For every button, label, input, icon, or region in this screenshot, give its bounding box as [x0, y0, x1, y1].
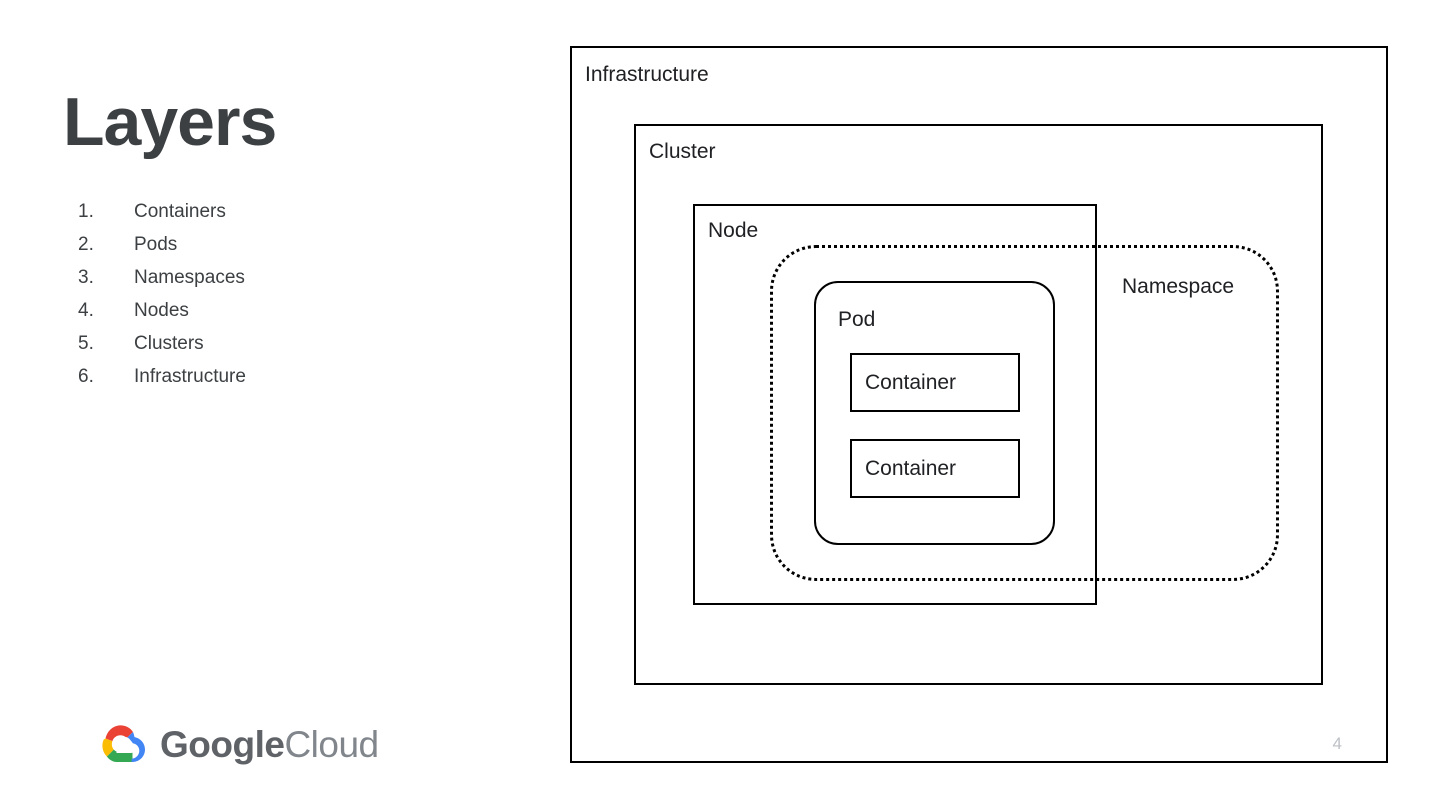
page-title: Layers: [63, 84, 277, 160]
list-item: 6. Infrastructure: [78, 360, 498, 393]
container-box: [850, 353, 1020, 412]
list-item: 3. Namespaces: [78, 261, 498, 294]
layers-ordered-list: 1. Containers 2. Pods 3. Namespaces 4. N…: [78, 195, 498, 393]
list-item-label: Containers: [134, 201, 226, 222]
list-item-label: Nodes: [134, 300, 189, 321]
pod-label: Pod: [838, 308, 876, 331]
list-item-number: 5.: [78, 333, 94, 354]
node-box: [693, 204, 1097, 605]
google-cloud-wordmark: GoogleCloud: [160, 724, 379, 766]
logo-cloud-text: Cloud: [284, 724, 379, 765]
google-cloud-logo: GoogleCloud: [92, 718, 379, 772]
list-item-number: 2.: [78, 234, 94, 255]
list-item: 4. Nodes: [78, 294, 498, 327]
list-item: 2. Pods: [78, 228, 498, 261]
list-item-number: 4.: [78, 300, 94, 321]
list-item-number: 1.: [78, 201, 94, 222]
google-cloud-mark-icon: [92, 718, 146, 772]
list-item: 1. Containers: [78, 195, 498, 228]
container-label: Container: [865, 457, 957, 480]
node-label: Node: [708, 219, 759, 242]
list-item-number: 6.: [78, 366, 94, 387]
logo-google-text: Google: [160, 724, 285, 765]
pod-box: [814, 281, 1055, 545]
list-item: 5. Clusters: [78, 327, 498, 360]
list-item-label: Namespaces: [134, 267, 245, 288]
infrastructure-label: Infrastructure: [585, 63, 709, 86]
container-box: [850, 439, 1020, 498]
container-label: Container: [865, 371, 957, 394]
list-item-label: Clusters: [134, 333, 204, 354]
namespace-label: Namespace: [1122, 275, 1235, 298]
list-item-label: Infrastructure: [134, 366, 246, 387]
slide-number: 4: [1332, 734, 1342, 753]
namespace-box: [770, 245, 1279, 581]
list-item-number: 3.: [78, 267, 94, 288]
cluster-label: Cluster: [649, 140, 716, 163]
list-item-label: Pods: [134, 234, 178, 255]
infrastructure-box: [570, 46, 1388, 763]
cluster-box: [634, 124, 1323, 685]
layers-diagram: Infrastructure Cluster Node Namespace Po…: [570, 46, 1388, 763]
